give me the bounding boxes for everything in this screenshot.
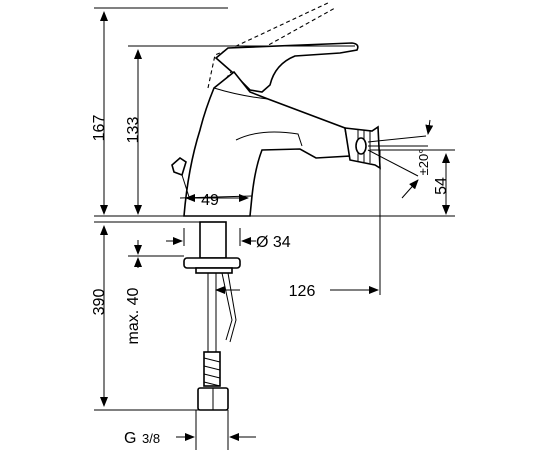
pop-up-rod <box>171 156 187 177</box>
label-spray-angle: ±20° <box>416 149 431 176</box>
lever-handle <box>214 42 359 93</box>
below-deck-assembly <box>183 221 241 411</box>
faucet-outline <box>171 1 381 217</box>
label-spout-height: 133 <box>125 117 142 144</box>
dim-line-spray-angle-top <box>367 135 427 143</box>
label-hole-diameter: Ø 34 <box>256 234 291 251</box>
dim-line-spray-angle-bottom <box>367 149 419 177</box>
label-thread-prefix: G <box>124 430 136 447</box>
label-base-width: 49 <box>201 192 219 209</box>
label-spout-reach: 126 <box>289 283 316 300</box>
label-nozzle-height: 54 <box>433 177 450 195</box>
label-max-deck-thickness: max. 40 <box>125 287 142 344</box>
label-total-height: 167 <box>91 115 108 142</box>
label-below-deck: 390 <box>91 289 108 316</box>
mounting-washer <box>183 257 241 269</box>
extension-lines <box>94 7 455 450</box>
label-thread-fraction: 3/8 <box>142 431 160 446</box>
